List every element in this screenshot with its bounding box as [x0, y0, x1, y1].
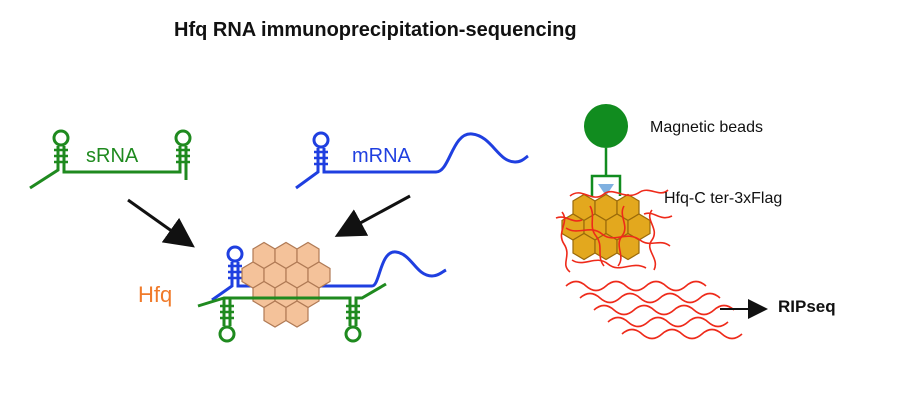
complex-srna: [197, 282, 387, 343]
bead-linker: [590, 148, 622, 196]
magnetic-bead: [584, 104, 628, 148]
bound-rna-fragments: [555, 189, 673, 273]
complex-mrna: [211, 245, 447, 302]
hfq-hexamer: [241, 241, 331, 328]
tagged-hfq-hexamer: [561, 193, 651, 261]
srna-label: sRNA: [86, 145, 139, 167]
arrow-mrna-to-complex: [334, 194, 411, 237]
ripseq-label: RIPseq: [778, 297, 836, 316]
srna-molecule: [29, 129, 192, 190]
hfq-label: Hfq: [138, 282, 173, 307]
rna-reads: [565, 280, 743, 340]
mrna-label: mRNA: [352, 145, 411, 167]
figure-title: Hfq RNA immunoprecipitation-sequencing: [174, 19, 577, 41]
arrow-srna-to-complex: [127, 198, 195, 248]
flag-tag-label: Hfq-C ter-3xFlag: [664, 190, 783, 207]
flag-tag-arrow: [598, 184, 614, 196]
magnetic-beads-label: Magnetic beads: [650, 119, 763, 136]
mrna-molecule: [295, 131, 529, 190]
